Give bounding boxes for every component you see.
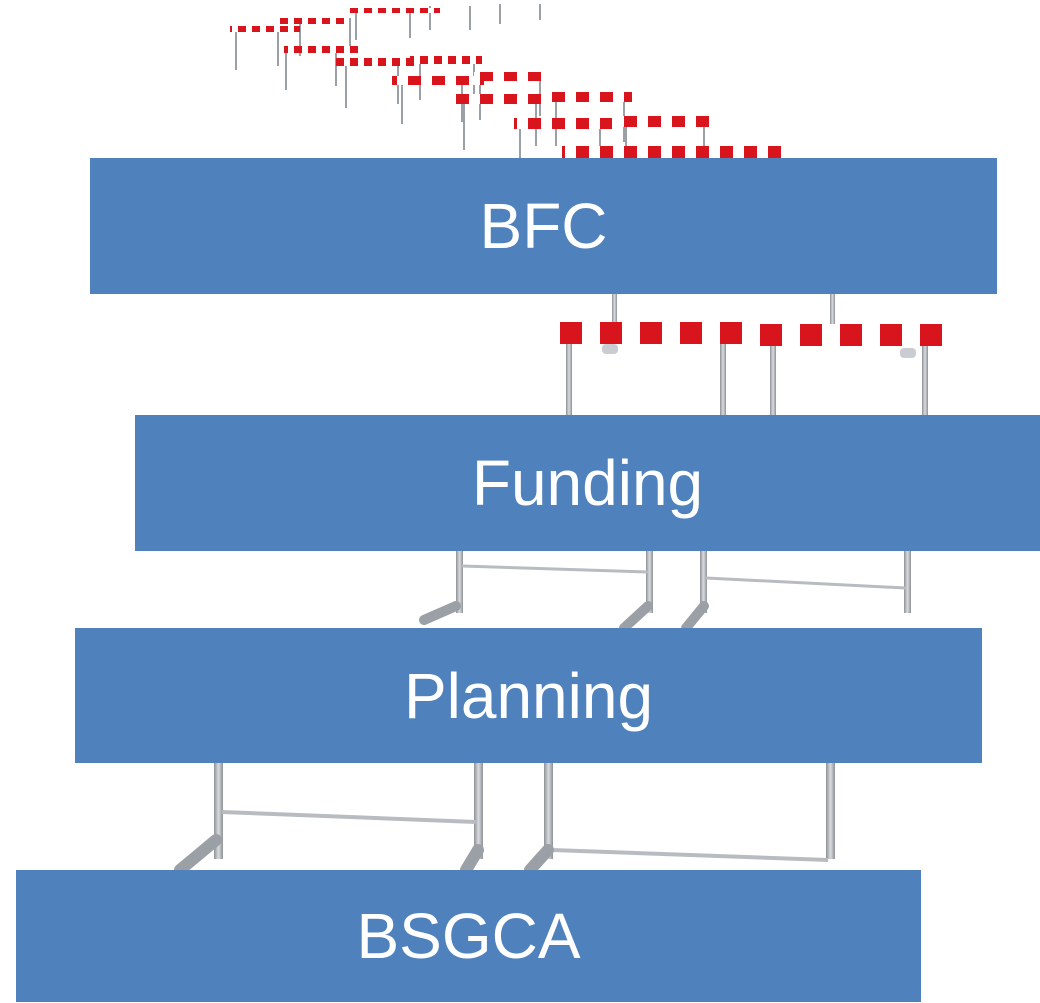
label-bfc: BFC [479, 190, 608, 262]
mid-hurdles [558, 294, 950, 418]
label-bsgca: BSGCA [356, 900, 581, 972]
front-hurdles [174, 763, 835, 876]
label-box-bfc: BFC [90, 158, 997, 294]
label-box-planning: Planning [75, 628, 982, 763]
label-planning: Planning [403, 659, 654, 732]
label-box-funding: Funding [135, 415, 1040, 551]
lower-hurdles [419, 551, 911, 633]
label-box-bsgca: BSGCA [16, 870, 921, 1002]
label-funding: Funding [471, 447, 704, 519]
distant-hurdle-bars [230, 8, 792, 158]
